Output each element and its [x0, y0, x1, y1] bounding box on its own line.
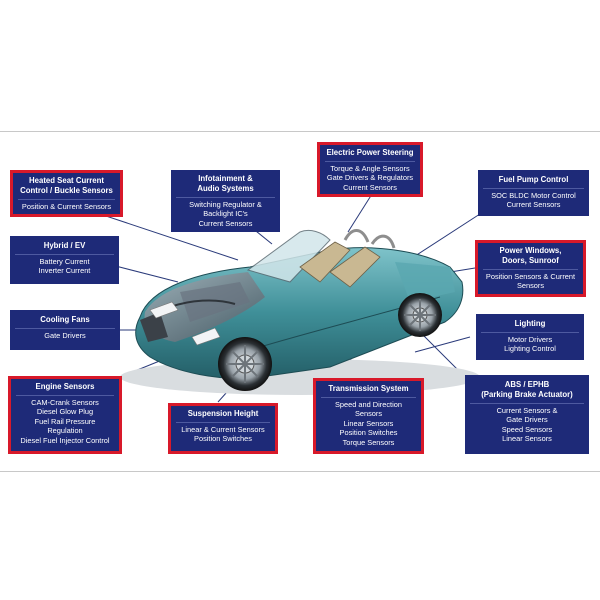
eps-box: Electric Power Steering Torque & Angle S…	[317, 142, 423, 197]
infotainment-title-2: Audio Systems	[197, 184, 254, 193]
front-wheel	[218, 337, 272, 391]
lighting-box: Lighting Motor Drivers Lighting Control	[476, 314, 584, 360]
abs-title-1: ABS / EPHB	[504, 380, 550, 389]
suspension-body-2: Position Switches	[194, 434, 252, 444]
cooling-fans-title: Cooling Fans	[40, 315, 90, 324]
transmission-title: Transmission System	[328, 384, 409, 393]
engine-sensors-title: Engine Sensors	[35, 382, 95, 391]
power-windows-title-1: Power Windows,	[499, 246, 562, 255]
transmission-body-5: Torque Sensors	[342, 437, 395, 447]
abs-title-2: (Parking Brake Actuator)	[481, 390, 573, 399]
fuel-pump-body-2: Current Sensors	[506, 200, 561, 210]
engine-sensors-body-3: Fuel Rail Pressure	[34, 416, 96, 426]
abs-ephb-box: ABS / EPHB (Parking Brake Actuator) Curr…	[465, 375, 589, 454]
suspension-box: Suspension Height Linear & Current Senso…	[168, 403, 278, 454]
eps-body-1: Torque & Angle Sensors	[330, 164, 410, 173]
infotainment-title-1: Infotainment &	[198, 174, 253, 183]
diagram-frame: Heated Seat Current Control / Buckle Sen…	[0, 131, 600, 472]
transmission-body-1: Speed and Direction	[335, 400, 402, 409]
transmission-box: Transmission System Speed and Direction …	[313, 378, 424, 454]
heated-seat-body-1: Position & Current Sensors	[21, 202, 112, 211]
abs-body-3: Speed Sensors	[501, 424, 553, 434]
car-body	[135, 229, 464, 379]
eps-body-2: Gate Drivers & Regulators	[326, 173, 414, 183]
lighting-title: Lighting	[514, 319, 546, 328]
power-windows-body-2: Sensors	[516, 281, 545, 291]
engine-sensors-body-4: Regulation	[47, 426, 83, 436]
transmission-body-3: Linear Sensors	[343, 418, 394, 428]
infotainment-body-3: Current Sensors	[198, 218, 253, 228]
lighting-body-1: Motor Drivers	[507, 335, 553, 344]
suspension-body-1: Linear & Current Sensors	[181, 425, 265, 434]
hybrid-title: Hybrid / EV	[43, 241, 86, 250]
engine-sensors-body-1: CAM-Crank Sensors	[31, 398, 99, 407]
fuel-pump-body-1: SOC BLDC Motor Control	[491, 191, 576, 200]
fuel-pump-title: Fuel Pump Control	[498, 175, 569, 184]
abs-body-4: Linear Sensors	[502, 434, 552, 444]
power-windows-box: Power Windows, Doors, Sunroof Position S…	[475, 240, 586, 297]
engine-sensors-body-2: Diesel Glow Plug	[36, 407, 94, 417]
rear-wheel	[398, 293, 442, 337]
engine-sensors-box: Engine Sensors CAM-Crank Sensors Diesel …	[8, 376, 122, 454]
hybrid-body-2: Inverter Current	[38, 266, 91, 276]
power-windows-title-2: Doors, Sunroof	[502, 256, 559, 265]
cooling-fans-box: Cooling Fans Gate Drivers	[10, 310, 120, 350]
transmission-body-2: Sensors	[354, 409, 383, 419]
abs-body-1: Current Sensors &	[496, 406, 558, 415]
heated-seat-box: Heated Seat Current Control / Buckle Sen…	[10, 170, 123, 217]
abs-body-2: Gate Drivers	[506, 415, 548, 425]
power-windows-body-1: Position Sensors & Current	[485, 272, 576, 281]
heated-seat-title-1: Heated Seat Current	[29, 176, 104, 185]
infotainment-body-1: Switching Regulator &	[189, 200, 262, 209]
transmission-body-4: Position Switches	[339, 428, 398, 438]
suspension-title: Suspension Height	[187, 409, 259, 418]
cooling-fans-body-1: Gate Drivers	[44, 331, 86, 340]
heated-seat-title-2: Control / Buckle Sensors	[20, 186, 113, 195]
eps-title: Electric Power Steering	[326, 148, 414, 157]
hybrid-body-1: Battery Current	[39, 257, 90, 266]
fuel-pump-box: Fuel Pump Control SOC BLDC Motor Control…	[478, 170, 589, 216]
eps-body-3: Current Sensors	[343, 182, 397, 192]
hybrid-box: Hybrid / EV Battery Current Inverter Cur…	[10, 236, 119, 284]
infotainment-body-2: Backlight IC's	[203, 209, 248, 219]
infotainment-box: Infotainment & Audio Systems Switching R…	[171, 170, 280, 232]
lighting-body-2: Lighting Control	[504, 344, 556, 354]
engine-sensors-body-5: Diesel Fuel Injector Control	[20, 435, 110, 445]
